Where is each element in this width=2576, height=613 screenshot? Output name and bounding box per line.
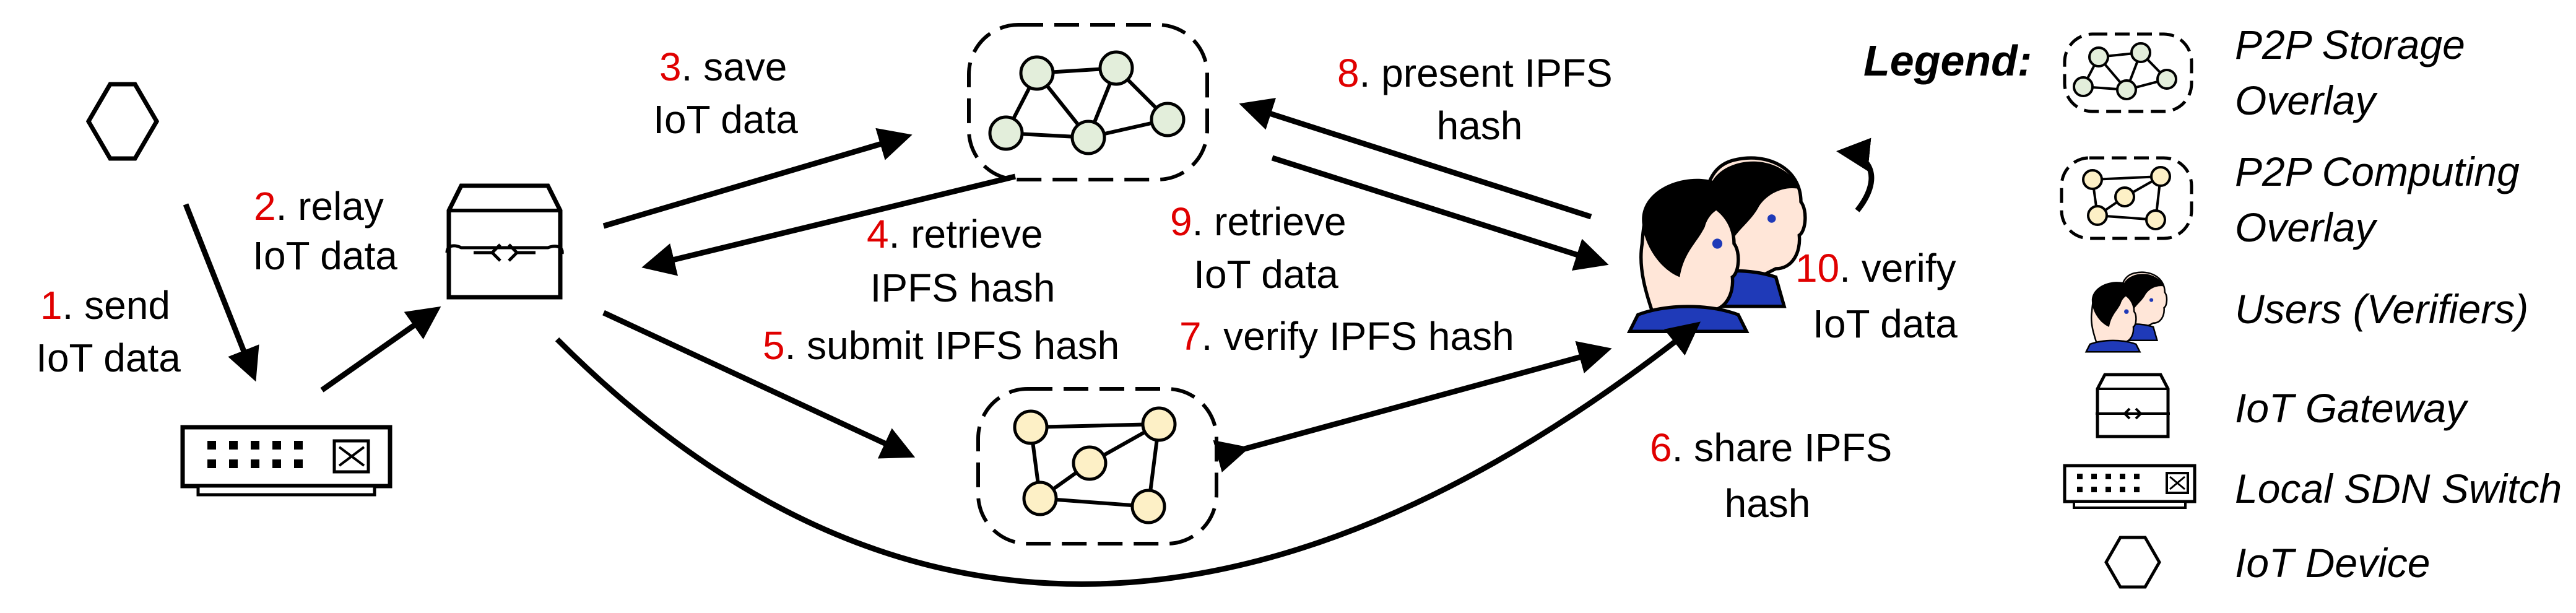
arrow-retrieve-iot xyxy=(1271,155,1609,271)
step-3-label: 3. save xyxy=(659,45,787,89)
legend-switch-label: Local SDN Switch xyxy=(2235,466,2562,511)
legend-computing-label-line2: Overlay xyxy=(2235,204,2378,250)
flow-arrows xyxy=(183,98,1875,587)
arrow-send xyxy=(183,203,259,382)
p2p-storage-overlay xyxy=(967,23,1209,181)
step-10-label: 10. verify xyxy=(1795,246,1956,290)
step-2-label-line2: IoT data xyxy=(253,233,397,278)
step-2-label: 2. relay xyxy=(254,184,384,228)
step-1-label: 1. send xyxy=(40,283,170,328)
legend-device-label: IoT Device xyxy=(2235,540,2430,586)
step-7-label: 7. verify IPFS hash xyxy=(1179,314,1514,359)
legend-device-icon xyxy=(2104,536,2161,589)
legend-storage-icon xyxy=(2063,32,2193,113)
legend-switch-icon xyxy=(2063,464,2197,509)
arrow-present-hash xyxy=(1239,98,1592,220)
arrow-relay xyxy=(320,306,441,393)
step-4-label: 4. retrieve xyxy=(867,212,1043,256)
step-4-label-line2: IPFS hash xyxy=(870,266,1056,310)
arrow-retrieve-hash xyxy=(641,173,1017,276)
legend-users-label: Users (Verifiers) xyxy=(2235,286,2528,332)
legend-title: Legend: xyxy=(1863,37,2032,85)
step-1-label-line2: IoT data xyxy=(36,336,181,380)
arrow-verify-hash xyxy=(1213,341,1612,472)
legend: Legend: P2P Storage Overlay P2P Computin… xyxy=(1863,22,2562,589)
step-8-label: 8. present IPFS xyxy=(1337,51,1613,95)
step-9-label: 9. retrieve xyxy=(1170,199,1347,244)
legend-computing-label: P2P Computing xyxy=(2235,149,2520,194)
legend-gateway-label: IoT Gateway xyxy=(2235,385,2469,431)
arrow-save xyxy=(602,128,913,229)
legend-users-icon xyxy=(2085,271,2168,353)
step-6-label: 6. share IPFS xyxy=(1650,425,1892,470)
legend-computing-icon xyxy=(2060,156,2193,240)
step-10-label-line2: IoT data xyxy=(1813,302,1958,346)
arrow-share-hash xyxy=(555,321,1701,587)
step-9-label-line2: IoT data xyxy=(1194,252,1338,297)
p2p-computing-overlay xyxy=(976,387,1218,546)
step-6-label-line2: hash xyxy=(1725,481,1811,526)
arrow-self-verify xyxy=(1836,137,1875,212)
users-verifiers-icon xyxy=(1629,158,1805,331)
step-3-label-line2: IoT data xyxy=(653,97,798,142)
step-8-label-line2: hash xyxy=(1437,103,1523,148)
legend-gateway-icon xyxy=(2096,373,2170,438)
arrow-submit-hash xyxy=(602,310,916,459)
iot-gateway-icon xyxy=(445,183,564,300)
step-5-label: 5. submit IPFS hash xyxy=(763,323,1119,368)
legend-storage-label-line2: Overlay xyxy=(2235,77,2378,123)
sdn-switch-icon xyxy=(180,425,392,497)
legend-storage-label: P2P Storage xyxy=(2235,22,2465,67)
